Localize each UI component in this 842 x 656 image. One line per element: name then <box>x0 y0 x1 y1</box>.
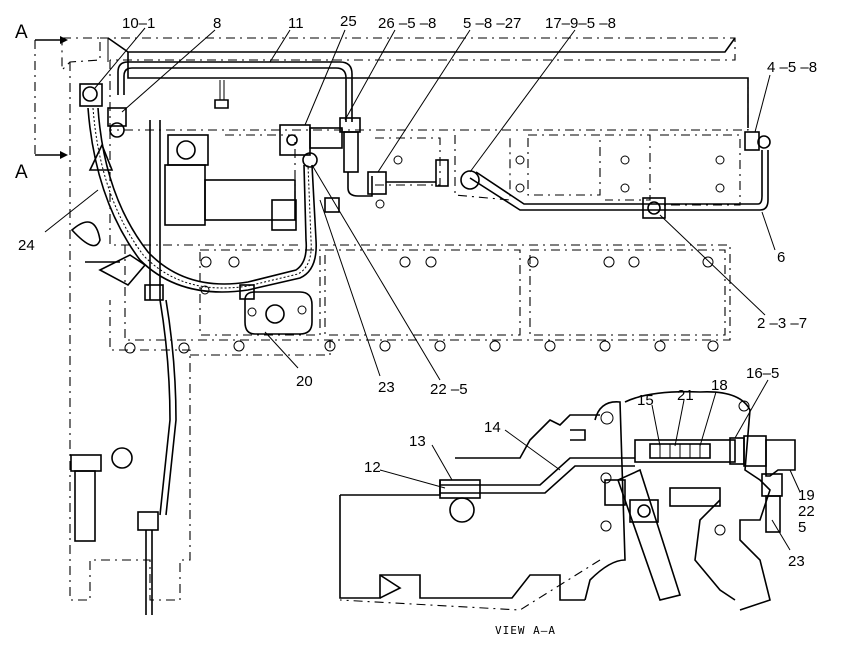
leader-lines <box>44 27 801 551</box>
callout-2-3-7: 2 –3 –7 <box>757 315 807 332</box>
callout-labels: 10–1 8 11 25 26 –5 –8 5 –8 –27 17–9–5 –8… <box>18 13 817 637</box>
callout-12: 12 <box>364 459 381 476</box>
fittings-center <box>279 117 480 213</box>
callout-11: 11 <box>288 15 304 32</box>
callout-18: 18 <box>711 377 728 394</box>
braided-hose <box>87 107 318 293</box>
callout-24: 24 <box>18 237 35 254</box>
callout-23-upper: 23 <box>378 379 395 396</box>
callout-26-5-8: 26 –5 –8 <box>378 15 436 32</box>
callout-22: 22 <box>798 503 815 520</box>
callout-8: 8 <box>213 15 221 32</box>
callout-10-1: 10–1 <box>122 15 155 32</box>
callout-23-lower: 23 <box>788 553 805 570</box>
callout-22-5: 22 –5 <box>430 381 468 398</box>
section-arrow-bottom <box>35 151 68 159</box>
callout-16-5: 16–5 <box>746 365 779 382</box>
callout-25: 25 <box>340 13 357 30</box>
section-label-bottom: A <box>15 162 28 183</box>
section-label-top: A <box>15 22 28 43</box>
engine-block <box>61 37 749 601</box>
flange <box>239 284 313 335</box>
section-arrow-top <box>35 36 68 44</box>
callout-21: 21 <box>677 387 694 404</box>
callout-15: 15 <box>637 392 654 409</box>
callout-5-8-27: 5 –8 –27 <box>463 15 521 32</box>
view-caption: VIEW A–A <box>495 624 556 637</box>
callout-17-9-5-8: 17–9–5 –8 <box>545 15 616 32</box>
left-components <box>70 80 297 615</box>
callout-6: 6 <box>777 249 785 266</box>
callout-20: 20 <box>296 373 313 390</box>
callout-14: 14 <box>484 419 501 436</box>
callout-19: 19 <box>798 487 815 504</box>
vertical-tube <box>159 299 177 516</box>
fuel-line-upper <box>117 61 353 122</box>
view-aa-inset <box>339 390 796 611</box>
bolt-heads <box>124 155 725 354</box>
callout-13: 13 <box>409 433 426 450</box>
return-line <box>469 131 771 219</box>
callout-4-5-8: 4 –5 –8 <box>767 59 817 76</box>
callout-5: 5 <box>798 519 806 536</box>
